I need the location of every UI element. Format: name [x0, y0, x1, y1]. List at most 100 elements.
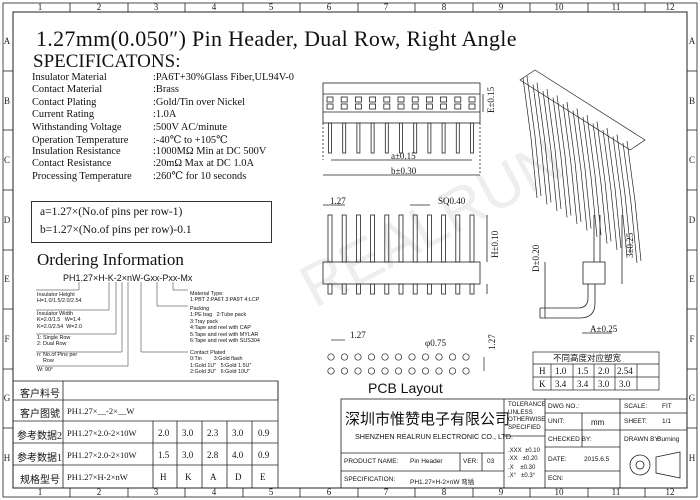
drawn-by-value: Burning: [657, 436, 680, 443]
table-cell: 参考数据1: [17, 453, 62, 464]
top-view-pin: [427, 122, 432, 154]
specification-label: SPECIFICATION:: [344, 476, 396, 483]
front-view-pin-tail: [370, 283, 376, 295]
front-view-pin: [469, 214, 475, 263]
spec-row: Withstanding Voltage:500V AC/minute: [32, 122, 227, 133]
height-table-title: 不同高度对应塑宽: [553, 353, 622, 363]
pcb-hole: [435, 367, 443, 375]
pcb-hole: [408, 353, 416, 361]
ruler-col-7-bottom: 7: [383, 487, 389, 497]
product-name-value: Pin Header: [410, 458, 443, 465]
sheet-value: 1/1: [662, 418, 672, 425]
pcb-hole: [421, 353, 430, 361]
spec-label: Operation Temperature: [32, 135, 129, 146]
iso-pin: [526, 75, 542, 197]
spec-value: :1000MΩ Min at DC 500V: [153, 146, 267, 157]
front-view-pin-tail: [398, 283, 404, 295]
table-cell: 4.0: [232, 450, 244, 460]
spec-label: Contact Resistance: [32, 158, 112, 169]
table-cell: 3.0: [182, 450, 194, 460]
iso-pin: [602, 129, 618, 251]
ruler-row-a: A: [3, 36, 11, 46]
front-view-pin-tail: [341, 283, 347, 295]
ecn-label: ECN:: [548, 475, 564, 482]
iso-pin: [586, 114, 602, 236]
spec-row: Processing Temperature:260℃ for 10 secon…: [32, 170, 246, 182]
top-view-pin: [413, 122, 418, 154]
iso-view: [519, 69, 646, 264]
pcb-hole: [462, 367, 470, 375]
front-view-pin-tail: [441, 283, 447, 295]
spec-label: Contact Material: [32, 84, 103, 95]
ruler-row-c: C: [3, 155, 10, 165]
ruler-col-3: 3: [153, 2, 159, 12]
drawn-by-label: DRAWN BY:: [624, 436, 661, 443]
top-view-hole: [411, 96, 419, 103]
spec-row: Current Rating:1.0A: [32, 109, 176, 120]
table-cell: 2.3: [207, 428, 219, 438]
projection-symbol-icon: [629, 451, 681, 479]
height-table-grid: [532, 351, 660, 391]
table-cell: 客户图號: [20, 409, 60, 420]
spec-label: Withstanding Voltage: [32, 122, 122, 133]
ver-value: 03: [487, 458, 495, 465]
table-cell: 客户料号: [20, 389, 60, 400]
pcb-hole: [381, 353, 389, 361]
height-table-cell: 1.5: [577, 366, 589, 376]
dim-pcb-hole: φ0.75: [425, 338, 446, 348]
iso-pin: [522, 77, 538, 199]
ordering-heading: Ordering Information: [37, 250, 184, 269]
ver-label: VER:: [463, 458, 479, 465]
pcb-hole: [435, 353, 443, 361]
spec-value: :PA6T+30%Glass Fiber,UL94V-0: [153, 72, 294, 83]
ruler-row-e: E: [4, 274, 10, 284]
top-view-hole: [383, 96, 391, 103]
company-name-cn: 深圳市惟赞电子有限公司: [345, 412, 511, 428]
top-view-pin: [455, 122, 460, 154]
table-cell: D: [235, 472, 242, 482]
spec-row: Operation Temperature:-40℃ to +105℃: [32, 134, 228, 146]
pcb-hole: [340, 353, 349, 361]
height-table-cell: 1.0: [555, 366, 567, 376]
spec-value: :1.0A: [153, 109, 177, 120]
spec-row: Contact Resistance :20mΩ Max at DC 1.0A: [32, 158, 254, 169]
table-cell: 3.0: [232, 428, 244, 438]
dim-3: 3±0.25: [625, 232, 635, 258]
ordering-insulator-width: Insulator Width K=2.0/1.5 W=1.4 K=2.0/2.…: [37, 311, 82, 330]
customer-table-grid: [12, 380, 279, 489]
spec-label: Insulation Resistance: [32, 146, 121, 157]
ruler-row-b-right: B: [688, 96, 695, 106]
formula-a: a=1.27×(No.of pins per row-1): [40, 206, 183, 218]
top-view-hole: [369, 96, 377, 103]
spec-row: Insulator Material:PA6T+30%Glass Fiber,U…: [32, 72, 294, 83]
title-block-grid: [340, 398, 688, 489]
ruler-row-d-right: D: [688, 215, 696, 225]
top-view-hole: [440, 103, 448, 110]
table-cell: K: [185, 472, 192, 482]
top-view-hole: [326, 103, 334, 110]
ruler-col-4: 4: [211, 2, 217, 12]
spec-value: :20mΩ Max at DC 1.0A: [153, 158, 254, 169]
date-value: 2015.6.5: [584, 456, 610, 463]
spec-row: Contact Material:Brass: [32, 84, 179, 95]
ordering-rows: 1: Single Row 2: Dual Row: [37, 335, 71, 348]
dim-a: a±0.15: [391, 151, 416, 161]
ruler-ticks: [3, 3, 697, 497]
ruler-col-9-bottom: 9: [498, 487, 504, 497]
top-view-hole: [397, 96, 405, 103]
scale-value: FIT: [662, 403, 672, 410]
pcb-hole: [327, 367, 335, 375]
dim-e: E±0.15: [486, 86, 496, 113]
pcb-hole: [448, 367, 457, 375]
specs-heading: SPECIFICATONS:: [33, 51, 181, 72]
top-view-hole: [354, 96, 362, 103]
ruler-row-a-right: A: [688, 36, 696, 46]
top-view-pin: [441, 122, 446, 154]
pcb-hole: [421, 367, 430, 375]
iso-pin: [546, 88, 562, 210]
iso-pin: [576, 108, 592, 229]
ruler-col-8: 8: [441, 2, 447, 12]
ordering-material-type: Material Type: 1:PBT 2:PA6T 3:PA9T 4:LCP: [190, 291, 260, 304]
ordering-code: PH1.27×H-K-2×nW-Gxx-Pxx-Mx: [63, 273, 193, 283]
ruler-row-g-right: G: [688, 393, 696, 403]
